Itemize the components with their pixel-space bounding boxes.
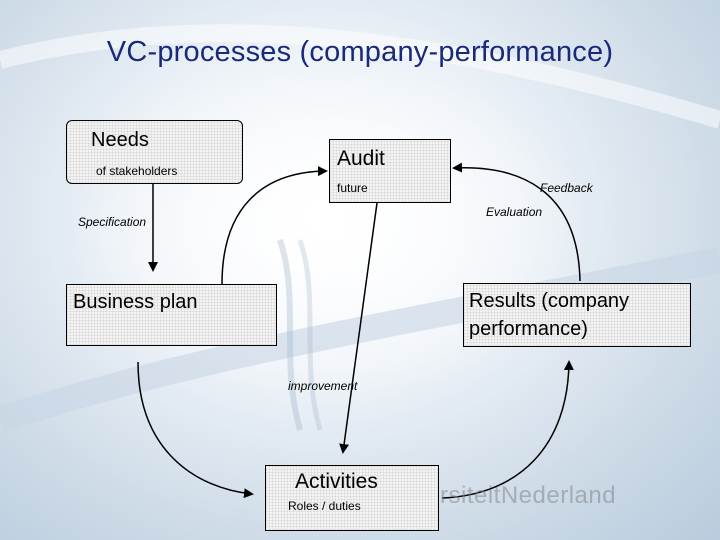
audit-subtitle: future	[337, 181, 368, 195]
needs-subtitle: of stakeholders	[96, 164, 178, 178]
arrow-audit-to-activities	[339, 202, 378, 454]
page-title: VC-processes (company-performance)	[106, 36, 614, 68]
business-plan-title: Business plan	[73, 291, 198, 313]
label-improvement: improvement	[288, 379, 358, 393]
business-plan-box: Business plan	[66, 284, 277, 346]
arrow-business-plan-to-activities	[137, 361, 254, 499]
audit-title: Audit	[337, 147, 385, 170]
activities-title: Activities	[295, 470, 378, 493]
results-title-line2: performance)	[469, 318, 588, 340]
results-title-line1: Results (company	[469, 290, 630, 312]
label-evaluation: Evaluation	[486, 205, 543, 219]
needs-box: Needs of stakeholders	[66, 120, 243, 184]
arrow-results-to-audit	[452, 162, 581, 282]
needs-title: Needs	[91, 129, 149, 151]
arrow-business-plan-to-audit	[221, 166, 328, 285]
activities-box: Activities Roles / duties	[265, 465, 439, 531]
watermark-text: rsiteitNederland	[440, 482, 617, 509]
label-specification: Specification	[78, 215, 147, 229]
results-box: Results (company performance)	[463, 283, 691, 347]
audit-box: Audit future	[329, 139, 451, 203]
arrow-activities-to-results	[441, 360, 574, 499]
activities-subtitle: Roles / duties	[288, 499, 361, 513]
label-feedback: Feedback	[540, 181, 593, 195]
